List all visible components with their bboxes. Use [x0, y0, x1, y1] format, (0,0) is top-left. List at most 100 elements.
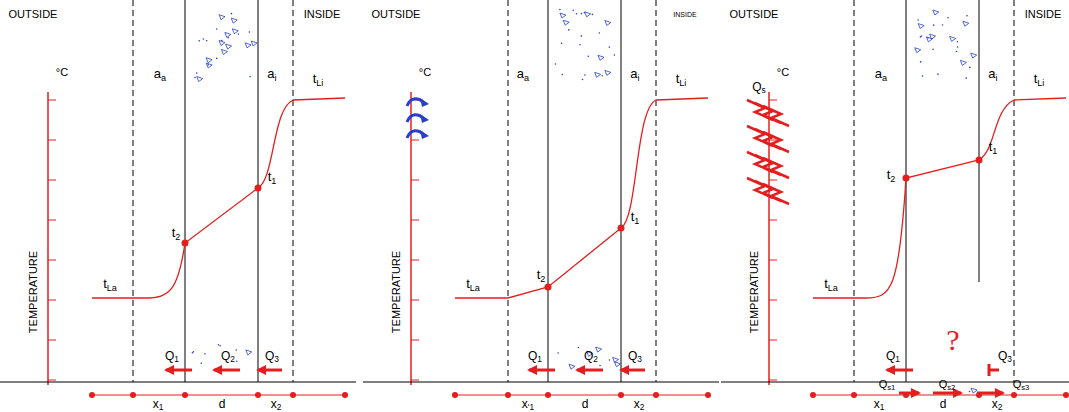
label: Qs: [752, 81, 766, 95]
dimension-dot: [130, 392, 136, 398]
aggregate: [216, 28, 218, 30]
aggregate: [249, 76, 251, 78]
aggregate: [585, 12, 591, 17]
axis-tick: [411, 260, 419, 261]
axis-tick: [48, 140, 56, 141]
label: t1: [268, 170, 277, 185]
label: TEMPERATURE: [749, 251, 760, 333]
label: TEMPERATURE: [391, 251, 402, 333]
aggregate: [957, 41, 959, 43]
wind-head: [420, 98, 429, 107]
aggregate: [918, 24, 924, 29]
label: tLi: [313, 72, 324, 87]
arrow-head: [619, 365, 629, 375]
aggregate: [947, 17, 949, 19]
axis-tick: [411, 340, 419, 341]
axis-tick: [48, 260, 56, 261]
aggregate: [922, 75, 924, 77]
aggregate: [584, 74, 586, 76]
aggregate: [194, 77, 196, 79]
solar-ray: [763, 132, 789, 152]
arrow-head: [164, 365, 174, 375]
aggregate: [246, 350, 252, 355]
label: ai: [267, 67, 276, 82]
axis-tick: [48, 180, 56, 181]
label: tLa: [824, 277, 838, 292]
aggregate: [196, 72, 198, 74]
aggregate: [249, 31, 251, 33]
label: Q2: [221, 350, 235, 364]
dimension-line: [455, 395, 708, 396]
dimension-line: [92, 395, 345, 396]
aggregate: [238, 33, 240, 35]
panel: [0, 0, 356, 398]
aggregate: [245, 43, 251, 48]
label: t2: [172, 226, 181, 241]
aggregate: [226, 44, 232, 49]
aggregate: [596, 347, 602, 352]
axis-tick: [769, 380, 777, 381]
label: t1: [631, 210, 640, 225]
aggregate: [598, 55, 604, 60]
label: OUTSIDE: [9, 9, 58, 20]
temperature-curve: [455, 98, 708, 298]
aggregate: [930, 34, 936, 39]
aggregate: [216, 58, 218, 60]
aggregate: [203, 38, 205, 40]
aggregate: [605, 70, 611, 75]
aggregate: [582, 79, 584, 81]
label: x'1: [522, 398, 534, 412]
label: d: [582, 398, 589, 410]
axis-tick: [769, 180, 777, 181]
aggregate: [219, 15, 225, 20]
aggregate: [932, 48, 934, 50]
label: OUTSIDE: [372, 9, 421, 20]
aggregate: [595, 72, 601, 77]
temperature-point: [255, 185, 262, 192]
boundary-layer: [508, 0, 509, 382]
label: tLa: [103, 277, 117, 292]
label: aa: [517, 67, 529, 82]
aggregate: [601, 75, 603, 77]
aggregate: [581, 35, 583, 37]
dimension-dot: [1063, 392, 1069, 398]
dimension-dot: [705, 392, 711, 398]
aggregate: [236, 360, 238, 362]
aggregate: [609, 359, 611, 361]
aggregate: [555, 63, 557, 65]
dimension-dot: [1011, 392, 1017, 398]
dimension-dot: [342, 392, 348, 398]
label: INSIDE: [1025, 9, 1062, 20]
wall-face: [621, 0, 622, 382]
aggregate: [219, 41, 225, 46]
aggregate: [921, 35, 923, 37]
aggregate: [933, 24, 935, 26]
dimension-dot: [810, 392, 816, 398]
label: d: [940, 398, 947, 410]
arrow-head: [885, 365, 895, 375]
aggregate: [197, 77, 203, 82]
aggregate: [599, 365, 601, 367]
label: °C: [56, 67, 68, 78]
label: INSIDE: [673, 11, 696, 18]
solar-ray: [763, 106, 789, 126]
aggregate: [204, 353, 206, 355]
label: d: [219, 398, 226, 410]
label: Q1: [886, 350, 900, 364]
axis-tick: [411, 300, 419, 301]
aggregate: [192, 352, 194, 354]
label: Q1: [165, 350, 179, 364]
aggregate: [578, 347, 580, 349]
solar-ray: [763, 158, 789, 178]
dimension-dot: [505, 392, 511, 398]
aggregate: [942, 24, 944, 26]
axis-tick: [769, 100, 777, 101]
label: aa: [875, 67, 887, 82]
axis-tick: [769, 260, 777, 261]
label: TEMPERATURE: [28, 251, 39, 333]
aggregate: [561, 43, 563, 45]
label: t1: [989, 140, 998, 155]
wind-head: [420, 114, 429, 123]
boundary-layer: [133, 0, 134, 382]
label: x2: [271, 398, 282, 412]
